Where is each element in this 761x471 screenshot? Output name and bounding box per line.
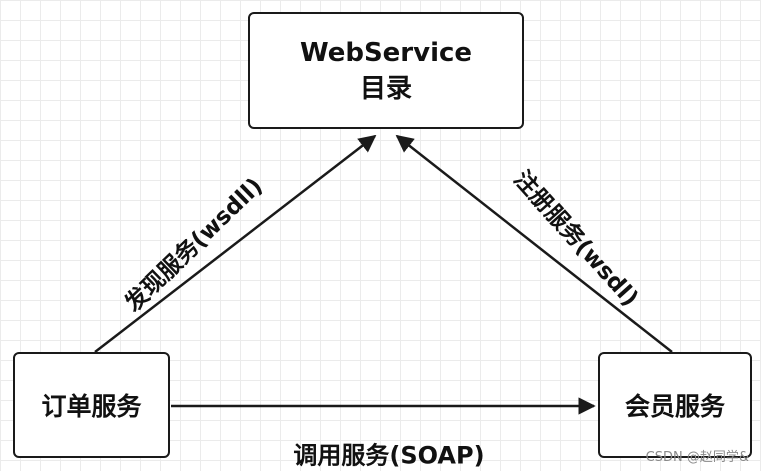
watermark: CSDN @赵同学& [645,450,749,465]
member-service-label: 会员服务 [624,392,725,421]
order-service-label: 订单服务 [41,392,142,421]
edge-order-to-webservice [94,134,377,353]
webservice-node-title: WebService [299,37,473,68]
order-service-node: 订单服务 [13,352,170,458]
member-service-node: 会员服务 [598,352,752,458]
webservice-directory-node: WebService 目录 [248,12,524,129]
edge-member-to-webservice [395,134,673,353]
call-service-label: 调用服务(SOAP) [293,441,485,470]
webservice-node-subtitle: 目录 [359,73,412,104]
